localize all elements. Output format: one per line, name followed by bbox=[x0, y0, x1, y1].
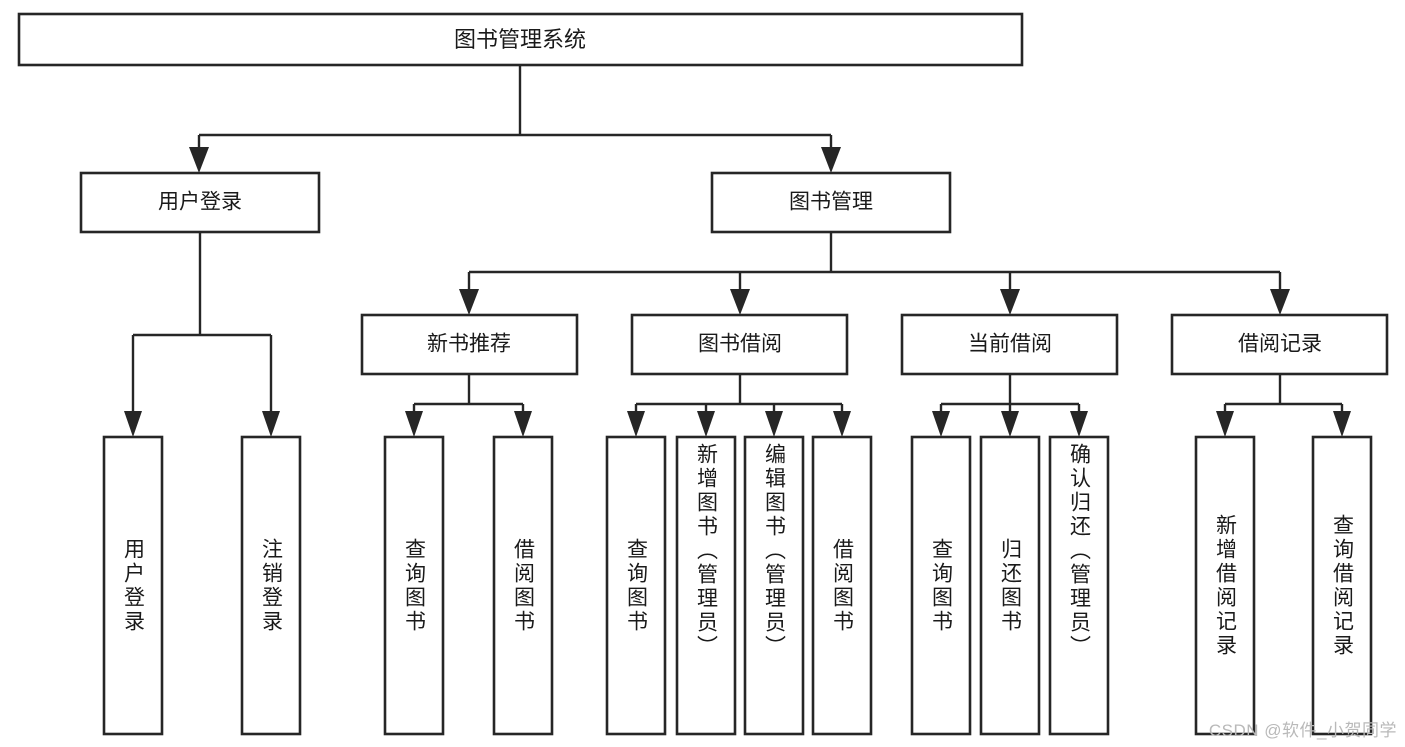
node-user-login-label: 用户登录 bbox=[158, 191, 242, 214]
arrow-root-to-user-login bbox=[189, 147, 209, 173]
node-book-borrow-label: 图书借阅 bbox=[698, 333, 782, 356]
leaf-current-borrow-3-rect[interactable] bbox=[1048, 435, 1110, 736]
node-book-management-rect[interactable] bbox=[710, 171, 952, 234]
arrow-bm-to-record bbox=[1270, 289, 1290, 315]
arrow-bb-leaf4 bbox=[833, 411, 851, 437]
arrow-root-to-book-mgmt bbox=[821, 147, 841, 173]
arrow-bb-leaf1 bbox=[627, 411, 645, 437]
node-book-management[interactable]: 图书管理 bbox=[710, 171, 952, 234]
node-current-borrow[interactable]: 当前借阅 bbox=[900, 313, 1119, 376]
leaf-current-borrow-2-rect[interactable] bbox=[979, 435, 1041, 736]
arrow-cb-leaf3 bbox=[1070, 411, 1088, 437]
node-new-book-recommend-label: 新书推荐 bbox=[427, 333, 511, 356]
arrow-cb-leaf2 bbox=[1001, 411, 1019, 437]
leaf-user-login-2-rect[interactable] bbox=[240, 435, 302, 736]
leaf-book-borrow-4-rect[interactable] bbox=[811, 435, 873, 736]
leaf-book-borrow-3-rect[interactable] bbox=[743, 435, 805, 736]
arrow-user-login-leaf2 bbox=[262, 411, 280, 437]
arrow-br-leaf2 bbox=[1333, 411, 1351, 437]
arrow-cb-leaf1 bbox=[932, 411, 950, 437]
leaf-current-borrow-1-rect[interactable] bbox=[910, 435, 972, 736]
leaf-new-book-2-rect[interactable] bbox=[492, 435, 554, 736]
arrow-bb-leaf2 bbox=[697, 411, 715, 437]
node-book-management-label: 图书管理 bbox=[789, 191, 873, 214]
leaf-borrow-record-2-rect[interactable] bbox=[1311, 435, 1373, 736]
node-user-login[interactable]: 用户登录 bbox=[79, 171, 321, 234]
node-root[interactable]: 图书管理系统 bbox=[17, 12, 1024, 67]
node-book-borrow[interactable]: 图书借阅 bbox=[630, 313, 849, 376]
arrow-br-leaf1 bbox=[1216, 411, 1234, 437]
leaf-new-book-1-rect[interactable] bbox=[383, 435, 445, 736]
node-root-rect[interactable] bbox=[17, 12, 1024, 67]
leaf-borrow-record-1-rect[interactable] bbox=[1194, 435, 1256, 736]
node-current-borrow-rect[interactable] bbox=[900, 313, 1119, 376]
leaf-book-borrow-2-rect[interactable] bbox=[675, 435, 737, 736]
arrow-bm-to-new-book bbox=[459, 289, 479, 315]
leaf-book-borrow-1-rect[interactable] bbox=[605, 435, 667, 736]
arrow-nbr-leaf1 bbox=[405, 411, 423, 437]
arrow-bm-to-borrow bbox=[730, 289, 750, 315]
arrow-user-login-leaf1 bbox=[124, 411, 142, 437]
leaf-user-login-1-rect[interactable] bbox=[102, 435, 164, 736]
node-root-label: 图书管理系统 bbox=[454, 27, 586, 52]
node-borrow-record-rect[interactable] bbox=[1170, 313, 1389, 376]
arrow-bm-to-current bbox=[1000, 289, 1020, 315]
node-borrow-record[interactable]: 借阅记录 bbox=[1170, 313, 1389, 376]
node-new-book-recommend[interactable]: 新书推荐 bbox=[360, 313, 579, 376]
node-new-book-recommend-rect[interactable] bbox=[360, 313, 579, 376]
node-current-borrow-label: 当前借阅 bbox=[968, 333, 1052, 356]
arrow-bb-leaf3 bbox=[765, 411, 783, 437]
arrow-nbr-leaf2 bbox=[514, 411, 532, 437]
node-borrow-record-label: 借阅记录 bbox=[1238, 333, 1322, 356]
node-book-borrow-rect[interactable] bbox=[630, 313, 849, 376]
